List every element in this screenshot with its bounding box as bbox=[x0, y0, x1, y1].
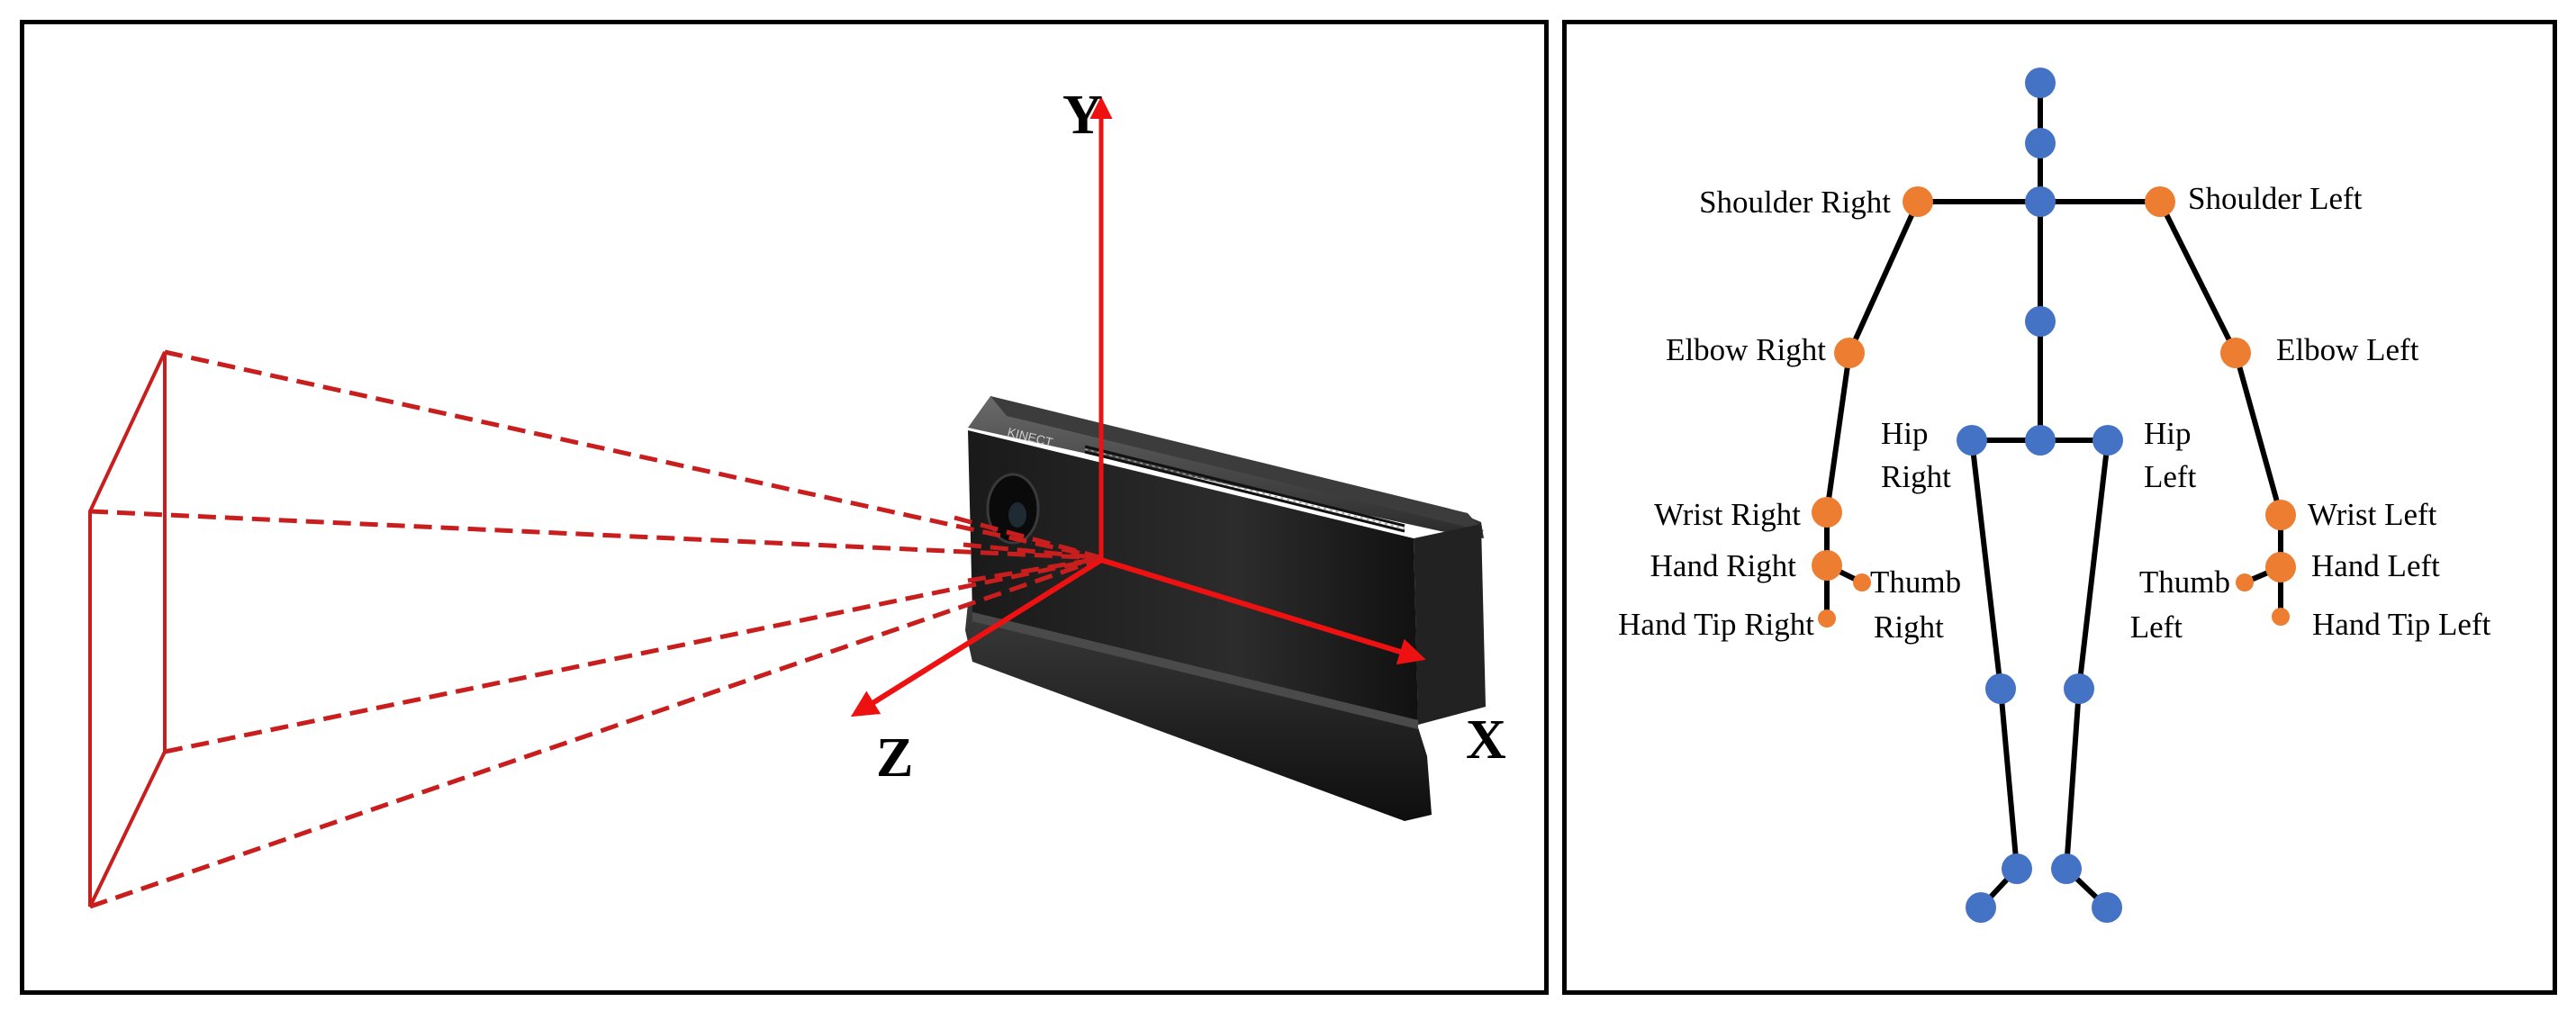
frustum-ray-top bbox=[164, 349, 1104, 561]
joint-knee-left bbox=[2064, 673, 2094, 704]
label-hand-tip-right: Hand Tip Right bbox=[1618, 607, 1814, 642]
x-axis bbox=[1100, 557, 1426, 665]
label-wrist-right: Wrist Right bbox=[1654, 497, 1801, 532]
joint-spine-mid bbox=[2025, 306, 2056, 337]
label-shoulder-right: Shoulder Right bbox=[1699, 185, 1891, 220]
bone-forearm-left bbox=[2233, 352, 2283, 516]
bone-upper-arm-right bbox=[1847, 200, 1921, 355]
y-axis-label: Y bbox=[1062, 85, 1103, 146]
label-wrist-left: Wrist Left bbox=[2308, 497, 2437, 532]
joint-hand-tip-left bbox=[2272, 608, 2290, 626]
frustum-ray-left bbox=[89, 509, 1104, 561]
kinect-coordinate-panel bbox=[20, 20, 1549, 995]
joint-shoulder-left bbox=[2145, 186, 2175, 217]
joint-hip-right bbox=[1957, 425, 1987, 456]
label-elbow-right: Elbow Right bbox=[1666, 332, 1826, 367]
joint-thumb-right bbox=[1853, 573, 1871, 591]
joint-head bbox=[2025, 68, 2056, 98]
bone-upper-arm-left bbox=[2157, 200, 2238, 355]
field-of-view-frustum bbox=[88, 349, 1104, 909]
joint-hand-tip-right bbox=[1818, 609, 1836, 627]
bone-forearm-right bbox=[1824, 352, 1852, 513]
joint-wrist-left bbox=[2265, 500, 2296, 530]
kinect-stand bbox=[965, 603, 1432, 821]
joint-thumb-left bbox=[2236, 573, 2254, 591]
label-hip-right-line2: Right bbox=[1881, 459, 1951, 494]
joint-ankle-right bbox=[2002, 853, 2032, 884]
joint-hand-left bbox=[2265, 552, 2296, 582]
frustum-ray-inner-3 bbox=[967, 555, 1104, 583]
joint-neck bbox=[2025, 128, 2056, 158]
label-thumb-right-line1: Thumb bbox=[1870, 564, 1961, 600]
label-hand-left: Hand Left bbox=[2311, 548, 2440, 583]
joint-ankle-left bbox=[2051, 853, 2082, 884]
kinect-top-edge bbox=[990, 396, 1484, 531]
kinect-front-edge bbox=[972, 612, 1418, 729]
bone-thigh-left bbox=[2076, 439, 2111, 690]
joint-spine-base bbox=[2025, 425, 2056, 456]
kinect-side bbox=[1414, 524, 1486, 725]
joint-shoulder-right bbox=[1903, 186, 1933, 217]
label-thumb-left-line2: Left bbox=[2130, 609, 2183, 645]
z-axis-label: Z bbox=[876, 727, 913, 789]
frustum-ray-right bbox=[164, 555, 1104, 754]
label-hand-right: Hand Right bbox=[1650, 548, 1797, 583]
kinect-vents-pattern bbox=[1084, 448, 1406, 529]
limb-joints bbox=[1812, 186, 2296, 627]
label-hip-right-line1: Hip bbox=[1881, 416, 1929, 451]
label-thumb-right-line2: Right bbox=[1874, 609, 1944, 645]
label-elbow-left: Elbow Left bbox=[2276, 332, 2419, 367]
joint-elbow-right bbox=[1834, 338, 1865, 368]
label-hip-left-line1: Hip bbox=[2144, 416, 2192, 451]
label-hand-tip-left: Hand Tip Left bbox=[2312, 607, 2491, 642]
joint-wrist-right bbox=[1812, 497, 1842, 528]
core-joints bbox=[1957, 68, 2123, 923]
bone-shin-left bbox=[2064, 688, 2082, 870]
kinect-front bbox=[968, 430, 1418, 720]
coordinate-axes: Y X Z bbox=[850, 85, 1506, 789]
frustum-ray-bottom bbox=[89, 555, 1104, 909]
bone-thigh-right bbox=[1969, 439, 2003, 690]
joint-hip-left bbox=[2092, 425, 2123, 456]
label-shoulder-left: Shoulder Left bbox=[2188, 181, 2363, 216]
x-axis-label: X bbox=[1466, 709, 1506, 771]
joint-hand-right bbox=[1812, 550, 1842, 581]
frustum-ray-inner-2 bbox=[963, 542, 1104, 561]
bone-shin-right bbox=[1998, 688, 2020, 870]
label-thumb-left-line1: Thumb bbox=[2139, 564, 2230, 600]
label-hip-left-line2: Left bbox=[2144, 459, 2197, 494]
joint-labels: Shoulder Right Shoulder Left Elbow Right… bbox=[1618, 181, 2490, 645]
z-axis bbox=[850, 557, 1103, 718]
kinect-lens-glass bbox=[1008, 502, 1026, 528]
kinect-device: KINECT bbox=[965, 396, 1486, 821]
joint-foot-left bbox=[2092, 892, 2122, 923]
kinect-vents bbox=[1084, 445, 1406, 533]
skeleton-joints-panel bbox=[1562, 20, 2557, 995]
joint-elbow-left bbox=[2220, 338, 2251, 368]
joint-spine-shoulder bbox=[2025, 186, 2056, 217]
joint-foot-right bbox=[1966, 892, 1996, 923]
joint-knee-right bbox=[1985, 673, 2016, 704]
